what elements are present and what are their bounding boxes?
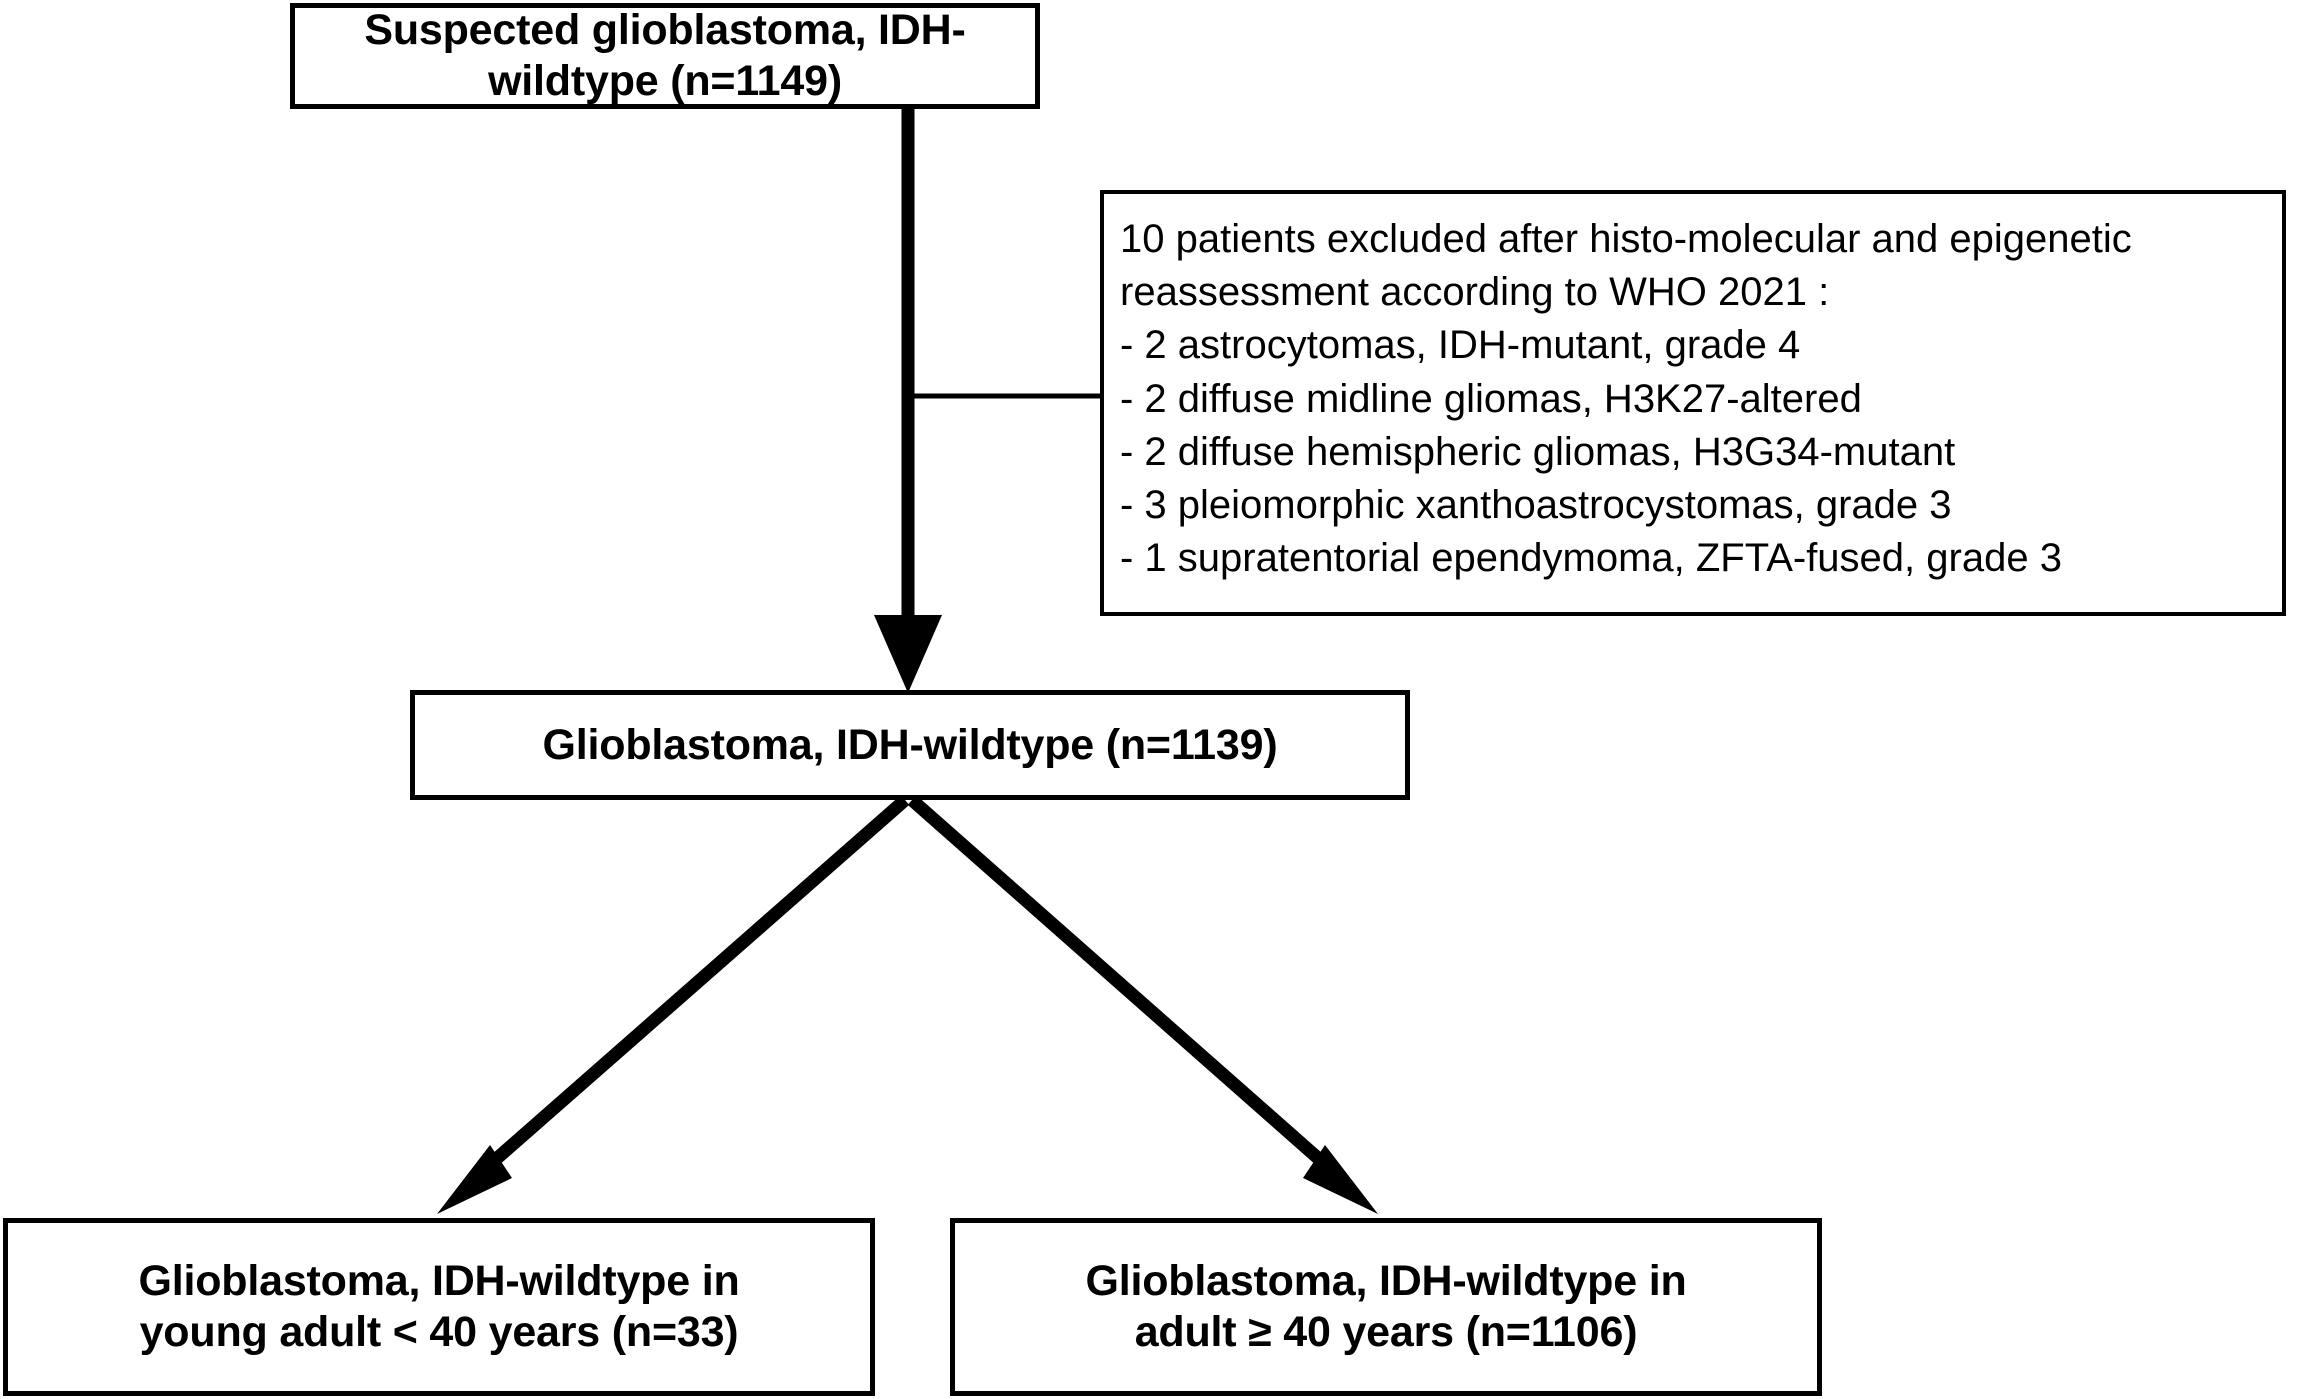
node-glioblastoma-label: Glioblastoma, IDH-wildtype (n=1139): [542, 720, 1278, 769]
node-excluded-patients-label: 10 patients excluded after histo-molecul…: [1120, 217, 2132, 581]
node-excluded-patients[interactable]: 10 patients excluded after histo-molecul…: [1100, 190, 2286, 616]
node-suspected-glioblastoma[interactable]: Suspected glioblastoma, IDH-wildtype (n=…: [290, 3, 1040, 109]
node-glioblastoma[interactable]: Glioblastoma, IDH-wildtype (n=1139): [410, 690, 1410, 800]
node-adult[interactable]: Glioblastoma, IDH-wildtype in adult ≥ 40…: [950, 1218, 1822, 1396]
edge-glioblastoma-to-adult: [907, 795, 1378, 1214]
node-suspected-glioblastoma-label: Suspected glioblastoma, IDH-wildtype (n=…: [364, 6, 966, 105]
edge-glioblastoma-to-young-adult: [437, 795, 910, 1214]
node-young-adult[interactable]: Glioblastoma, IDH-wildtype in young adul…: [3, 1218, 875, 1396]
node-young-adult-label: Glioblastoma, IDH-wildtype in young adul…: [138, 1257, 740, 1356]
edge-suspected-to-glioblastoma: [874, 109, 942, 693]
node-adult-label: Glioblastoma, IDH-wildtype in adult ≥ 40…: [1085, 1257, 1687, 1356]
